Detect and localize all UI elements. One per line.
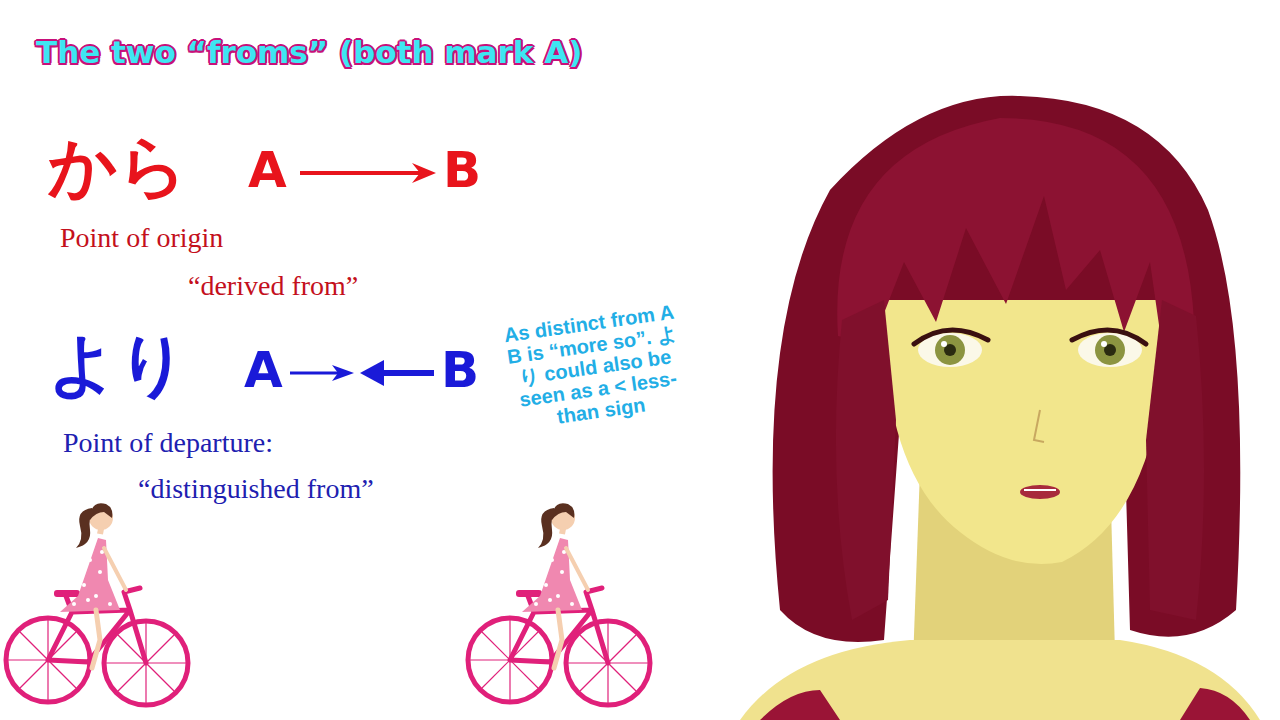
cyclist-figure [6, 503, 188, 705]
girl-face [740, 96, 1260, 720]
meaning-label: Point of departure: [63, 427, 273, 459]
term-letter: A [248, 142, 287, 200]
term-letter: B [441, 342, 479, 400]
arrow-symbol [290, 360, 434, 386]
term-letter: B [443, 142, 481, 200]
particle-label: より [48, 326, 188, 404]
particle-label: から [48, 128, 188, 206]
note-text: As distinct from A B is “more so”. より co… [493, 299, 696, 434]
meaning-label: “distinguished from” [138, 473, 374, 505]
meaning-label: “derived from” [188, 270, 358, 302]
arrow-symbol [300, 163, 436, 183]
cyclist-figure [468, 503, 650, 705]
title: The two “froms” (both mark A) [36, 34, 582, 70]
meaning-label: Point of origin [60, 222, 223, 254]
term-letter: A [244, 342, 283, 400]
